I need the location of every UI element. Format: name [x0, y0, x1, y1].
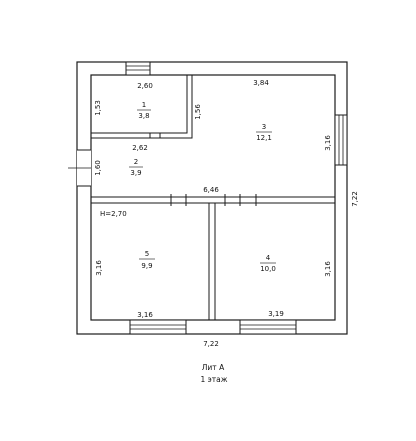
room-area: 12,1 [256, 134, 272, 142]
dim-corridor-length: 6,46 [203, 186, 219, 194]
room-1-label: 1 3,8 [137, 101, 151, 120]
room-number: 3 [262, 123, 266, 131]
room-number: 5 [145, 250, 149, 258]
entrance-door [68, 149, 91, 187]
dim-room5-height: 3,16 [95, 260, 103, 276]
dim-outer-width: 7,22 [203, 340, 219, 348]
room-area: 3,8 [138, 112, 149, 120]
room-2-label: 2 3,9 [129, 158, 143, 177]
room1-partition [91, 75, 193, 139]
window-bottom-left [129, 319, 187, 335]
room-3-label: 3 12,1 [256, 123, 272, 142]
dividing-wall-vertical [208, 203, 216, 320]
window-right [334, 114, 348, 166]
dim-room5-width: 3,16 [137, 311, 153, 319]
dim-room2-height: 1,60 [94, 160, 102, 176]
room-number: 2 [134, 158, 138, 166]
ceiling-height: H=2,70 [100, 210, 127, 218]
dim-room3-height: 3,16 [324, 135, 332, 151]
dim-outer-height: 7,22 [351, 191, 359, 207]
dim-partition-height: 1,56 [194, 104, 202, 120]
caption-letter: Лит А [202, 363, 225, 372]
window-top [125, 61, 151, 76]
room-area: 9,9 [141, 262, 152, 270]
caption-floor: 1 этаж [201, 375, 228, 384]
dim-room3-width: 3,84 [253, 79, 269, 87]
room-area: 10,0 [260, 265, 276, 273]
dim-room1-width: 2,60 [137, 82, 153, 90]
room-area: 3,9 [130, 169, 141, 177]
dividing-wall-horizontal [91, 194, 335, 206]
room-4-label: 4 10,0 [260, 254, 276, 273]
room-number: 4 [266, 254, 271, 262]
room-number: 1 [142, 101, 146, 109]
room-5-label: 5 9,9 [139, 250, 155, 270]
dim-room2-width: 2,62 [132, 144, 148, 152]
outer-wall [76, 61, 348, 335]
dim-room1-height: 1,53 [94, 100, 102, 116]
dim-room4-height: 3,16 [324, 261, 332, 277]
dim-room4-width: 3,19 [268, 310, 284, 318]
window-bottom-right [239, 319, 297, 335]
